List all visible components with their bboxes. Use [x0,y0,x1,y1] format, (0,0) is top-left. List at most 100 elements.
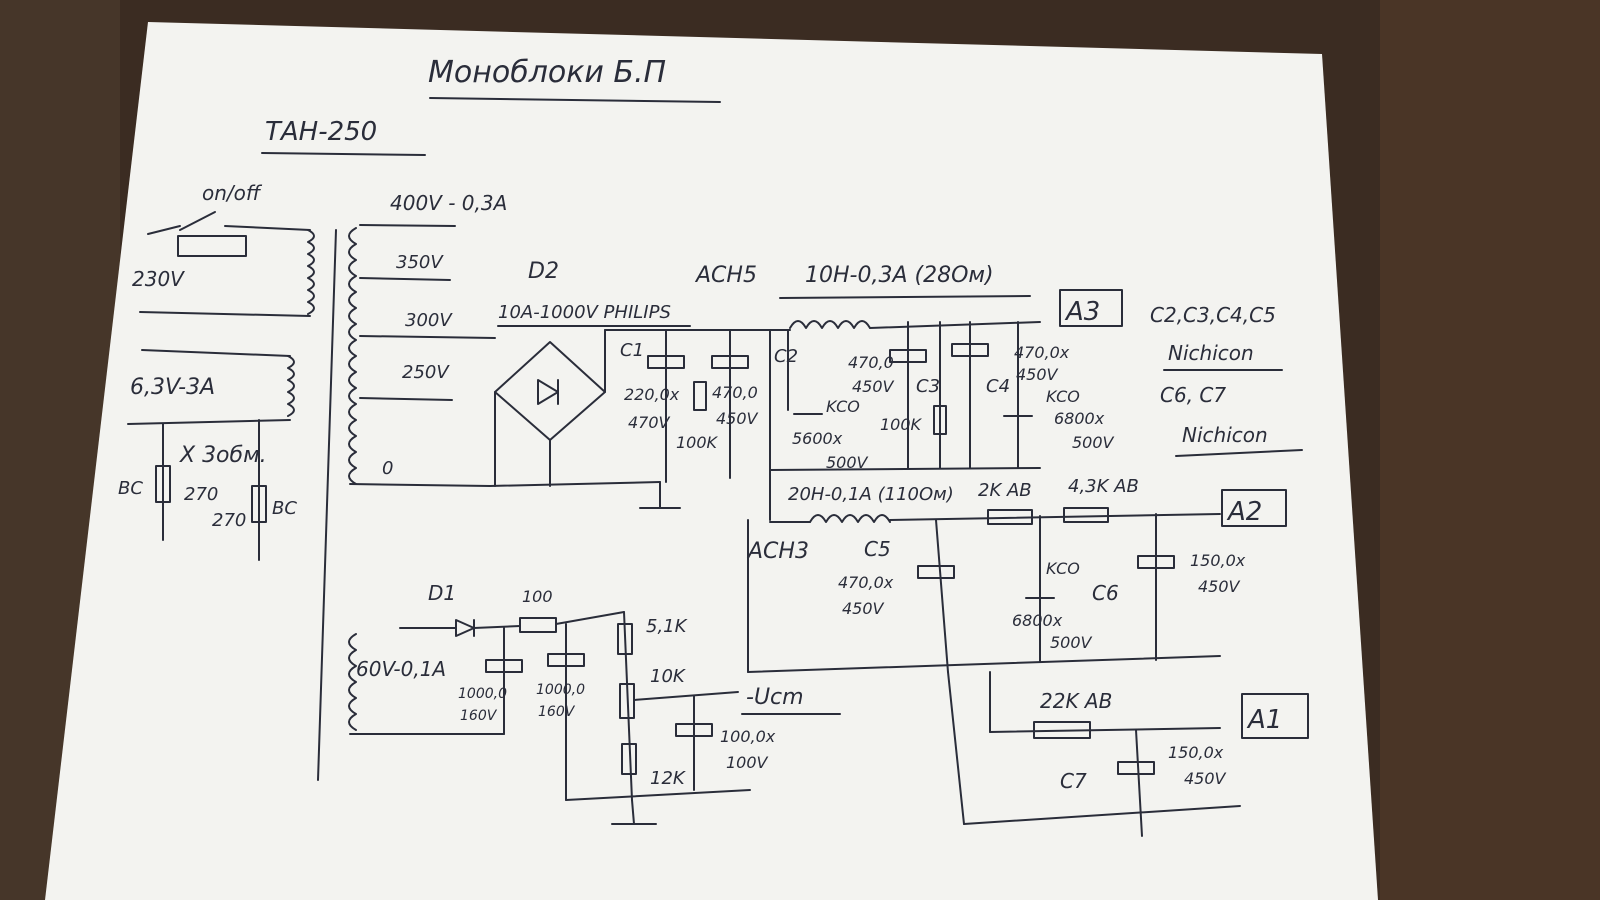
subtitle: ТАН-250 [265,117,377,147]
c5-value: 470,0x [838,573,894,592]
bc-left: BC [118,478,143,499]
mains-label: 230V [132,267,185,291]
resistor-12k-icon [621,743,637,775]
r-43k: 4,3K AB [1068,476,1139,497]
diode-d1-name: D1 [428,581,456,605]
stage3-rail [989,727,1221,733]
c7-name: C7 [1060,769,1087,793]
tap-400-wire [359,224,456,227]
bias-winding-icon [348,633,357,731]
r270-right: 270 [212,510,246,531]
c6-volt: 450V [1198,577,1241,596]
bias-cbv: 160V [538,704,576,720]
r-2k: 2K AB [978,480,1032,501]
c3-value: 470,0 [848,353,894,372]
bias-rail-2 [555,611,625,625]
stage2-rail [889,513,1221,521]
c4-type: KCO [1046,387,1080,406]
tap-300-wire [359,335,496,339]
choke1-icon [789,320,871,329]
c6-name: C6 [1092,581,1119,605]
tap-250-wire [359,397,453,401]
kco2-type: KCO [1046,559,1080,578]
bias-cout: 100,0x [720,727,776,746]
bc-right: BC [272,498,297,519]
c1-value: 220,0x [624,385,680,404]
heater-note: X 3обм. [179,443,267,468]
switch-icon [147,211,311,257]
output-a1 [1241,693,1309,739]
diode-d1-icon [455,619,475,637]
choke1-name: ACH5 [694,263,757,288]
resistor-43k-icon [1063,507,1109,523]
c4-volt: 450V [1016,365,1059,384]
heater-winding-icon [287,355,295,417]
c4-value: 470,0x [1014,343,1070,362]
choke2-spec: 20H-0,1A (110Ом) [788,484,954,505]
c2-name: C2 [774,346,798,367]
title-underline [429,97,721,103]
note-caps-nichicon: C2,C3,C4,C5 [1150,303,1276,327]
bias-ca-icon [485,659,523,673]
switch-label: on/off [202,181,263,205]
tap-300: 300V [405,310,453,331]
c4-volt2: 500V [1072,433,1115,452]
primary-winding-icon [307,229,315,315]
bias-out: -Ucm [746,685,804,710]
note-brand-2-underline [1175,449,1303,457]
tap-400: 400V - 0,3A [390,191,507,215]
c2-type: KCO [826,397,860,416]
c1b-value: 470,0 [712,383,758,402]
c7-volt: 450V [1184,769,1227,788]
bias-ca: 1000,0 [458,686,507,702]
title: Моноблоки Б.П [428,55,666,90]
output-a3 [1059,289,1123,327]
c5-volt: 450V [842,599,885,618]
heater-label: 6,3V-3A [130,375,215,400]
bias-output-wire [633,691,739,701]
tap-0: 0 [382,458,393,479]
c1-volt: 470V [628,413,671,432]
note-caps-c6c7: C6, C7 [1160,383,1226,407]
tap-350-wire [359,277,451,281]
choke1-underline [779,295,1031,299]
bias-winding-label: 60V-0,1A [356,657,446,681]
stage3-ground-tie [947,671,965,825]
bias-coutv: 100V [726,753,769,772]
ground-rail-main [489,481,661,487]
bias-ground-symbol [631,799,635,825]
ground-rail-stage3 [963,805,1241,825]
r270-left: 270 [184,484,218,505]
output-a2-label: A2 [1226,497,1262,527]
resistor-22k-icon [1033,721,1091,739]
c4-name: C4 [986,376,1010,397]
kco2-value: 6800x [1012,611,1063,630]
choke1-spec: 10H-0,3A (28Ом) [805,263,994,288]
tap-350: 350V [396,252,444,273]
heater-wire-bottom [127,419,291,425]
c1b-volt: 450V [716,409,759,428]
c5-capacitor-icon [917,565,955,579]
bias-cav: 160V [460,708,498,724]
r10k: 10K [650,666,686,687]
resistor-51k-icon [617,623,633,655]
c7-wire [1135,729,1143,837]
c1-name: C1 [620,340,644,361]
r-22k: 22K AB [1040,689,1112,713]
c3-r: 100K [880,415,923,434]
kco2-volt: 500V [1050,633,1093,652]
c2-volt: 500V [826,453,869,472]
heater-wire-top [141,349,291,357]
tap-0-wire [349,483,491,487]
ground-rail-filter [769,467,1041,471]
output-a2 [1221,489,1287,527]
r100: 100 [522,587,553,606]
c3-name: C3 [916,376,940,397]
c5-wire [935,519,949,673]
bridge-diode-icon [537,379,559,405]
resistor-2k-icon [987,509,1033,525]
bias-ground-rail [565,789,751,801]
c7-value: 150,0x [1168,743,1224,762]
c2-value: 5600x [792,429,843,448]
r-bleed: 100K [676,433,719,452]
